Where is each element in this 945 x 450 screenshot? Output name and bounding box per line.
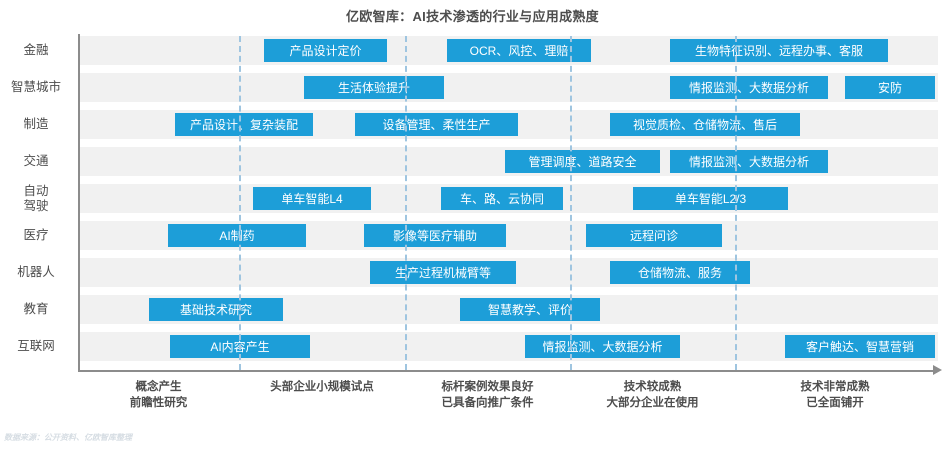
row-label-line: 交通 [23,154,49,168]
x-axis-arrow-icon [933,365,942,375]
row-label-2: 制造 [0,117,72,132]
x-axis-line [78,370,935,372]
stage-caption-line: 技术非常成熟 [800,381,870,393]
stage-divider-0 [239,36,241,370]
row-label-line: 医疗 [23,228,49,242]
row-label-line: 金融 [23,43,49,57]
chart-bar[interactable]: 车、路、云协同 [441,187,563,210]
stage-caption-line: 标杆案例效果良好 [441,381,534,393]
stage-caption-line: 头部企业小规模试点 [270,381,374,393]
chart-bar[interactable]: 仓储物流、服务 [610,261,750,284]
stage-caption-line: 已全面铺开 [806,397,864,409]
chart-bar[interactable]: AI制药 [168,224,306,247]
chart-bar[interactable]: 智慧教学、评价 [460,298,600,321]
row-label-line: 自动 [23,183,49,198]
row-label-0: 金融 [0,43,72,58]
row-label-6: 机器人 [0,265,72,280]
row-label-line: 机器人 [17,265,55,279]
chart-bar[interactable]: 生活体验提升 [304,76,444,99]
stage-divider-3 [735,36,737,370]
row-label-line: 互联网 [17,339,55,353]
row-label-line: 教育 [23,302,49,316]
stage-caption-2: 标杆案例效果良好已具备向推广条件 [405,379,570,411]
chart-bar[interactable]: 情报监测、大数据分析 [670,150,828,173]
stage-caption-3: 技术较成熟大部分企业在使用 [570,379,735,411]
stage-caption-line: 技术较成熟 [623,381,682,393]
chart-bar[interactable]: 基础技术研究 [149,298,283,321]
stage-caption-line: 大部分企业在使用 [606,397,699,409]
stage-caption-line: 已具备向推广条件 [441,397,534,409]
stage-divider-1 [405,36,407,370]
chart-bar[interactable]: 情报监测、大数据分析 [670,76,828,99]
stage-caption-line: 概念产生 [135,381,182,393]
row-label-5: 医疗 [0,228,72,243]
row-label-3: 交通 [0,154,72,169]
chart-bar[interactable]: 远程问诊 [586,224,722,247]
chart-bar[interactable]: 生物特征识别、远程办事、客服 [670,39,888,62]
row-label-line: 制造 [23,117,49,131]
stage-caption-4: 技术非常成熟已全面铺开 [735,379,935,411]
row-label-7: 教育 [0,302,72,317]
chart-bar[interactable]: 客户触达、智慧营销 [785,335,935,358]
source-note: 数据来源：公开资料、亿欧智库整理 [4,433,132,442]
row-label-4: 自动驾驶 [0,184,72,214]
chart-bar[interactable]: 视觉质检、仓储物流、售后 [610,113,800,136]
chart-bar[interactable]: 产品设计、复杂装配 [175,113,313,136]
page-title: 亿欧智库：AI技术渗透的行业与应用成熟度 [345,9,599,24]
row-label-1: 智慧城市 [0,80,72,95]
chart-bar[interactable]: 单车智能L4 [253,187,371,210]
chart-bar[interactable]: 情报监测、大数据分析 [525,335,680,358]
row-label-8: 互联网 [0,339,72,354]
chart-bar[interactable]: 安防 [845,76,935,99]
stage-caption-1: 头部企业小规模试点 [239,379,405,395]
stage-caption-0: 概念产生前瞻性研究 [78,379,239,411]
chart-bar[interactable]: 产品设计定价 [264,39,387,62]
chart-bar[interactable]: 生产过程机械臂等 [370,261,516,284]
chart-bar[interactable]: 单车智能L2/3 [633,187,788,210]
row-label-line: 驾驶 [23,198,49,213]
y-axis-line [78,34,80,372]
stage-divider-2 [570,36,572,370]
chart-bar[interactable]: 管理调度、道路安全 [505,150,660,173]
row-label-line: 智慧城市 [10,80,61,94]
chart-bar[interactable]: 设备管理、柔性生产 [355,113,518,136]
chart-bar[interactable]: 影像等医疗辅助 [364,224,506,247]
stage-caption-line: 前瞻性研究 [129,397,188,409]
chart-bar[interactable]: OCR、风控、理赔 [447,39,591,62]
